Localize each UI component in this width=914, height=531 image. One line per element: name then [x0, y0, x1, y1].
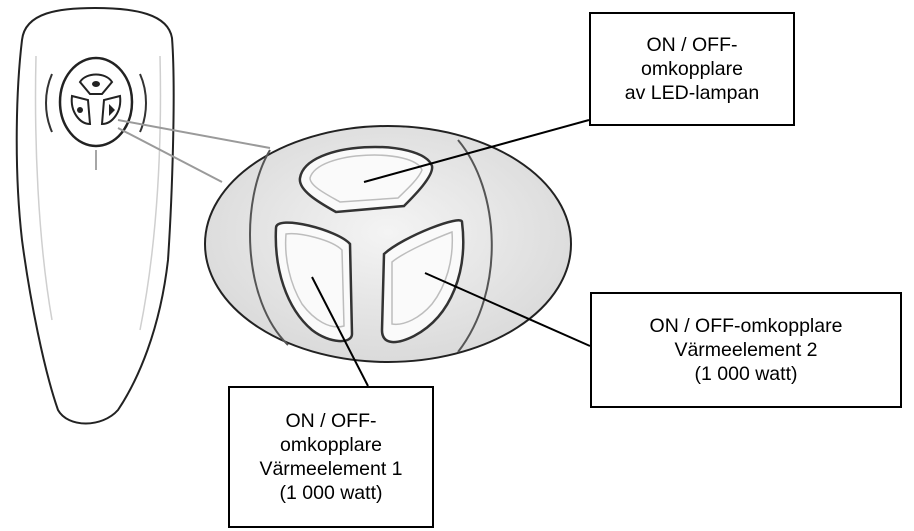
- pointer-lines: [311, 119, 591, 387]
- pointer-led: [363, 119, 590, 183]
- heating-element-2-label-line-3: (1 000 watt): [694, 363, 798, 385]
- heating-element-1-label-line-1: ON / OFF-: [285, 410, 377, 432]
- pointer-element-1: [311, 276, 369, 387]
- led-button-icon: [298, 145, 434, 214]
- heating-element-1-label: ON / OFF- omkopplare Värmeelement 1 (1 0…: [228, 386, 434, 528]
- heating-element-2-label: ON / OFF-omkopplare Värmeelement 2 (1 00…: [590, 292, 902, 408]
- three-button-panel-icon: [204, 125, 572, 363]
- heating-element-2-label-line-1: ON / OFF-omkopplare: [649, 315, 843, 337]
- led-switch-label-line-1: ON / OFF-: [646, 34, 738, 56]
- heating-element-2-label-line-2: Värmeelement 2: [674, 339, 818, 361]
- remote-button-cluster-icon: [58, 56, 134, 148]
- led-switch-label-line-3: av LED-lampan: [624, 82, 760, 104]
- led-switch-label-line-2: omkopplare: [641, 58, 743, 80]
- heating-element-1-label-line-4: (1 000 watt): [279, 482, 383, 504]
- remote-control-icon: [15, 6, 175, 425]
- zoom-connector: [117, 119, 271, 183]
- heating-element-1-label-line-3: Värmeelement 1: [259, 458, 403, 480]
- pointer-element-2: [424, 272, 591, 347]
- heating-element-1-label-line-2: omkopplare: [280, 434, 382, 456]
- led-switch-label: ON / OFF- omkopplare av LED-lampan: [589, 12, 795, 126]
- heating-element-2-button-icon: [380, 219, 465, 344]
